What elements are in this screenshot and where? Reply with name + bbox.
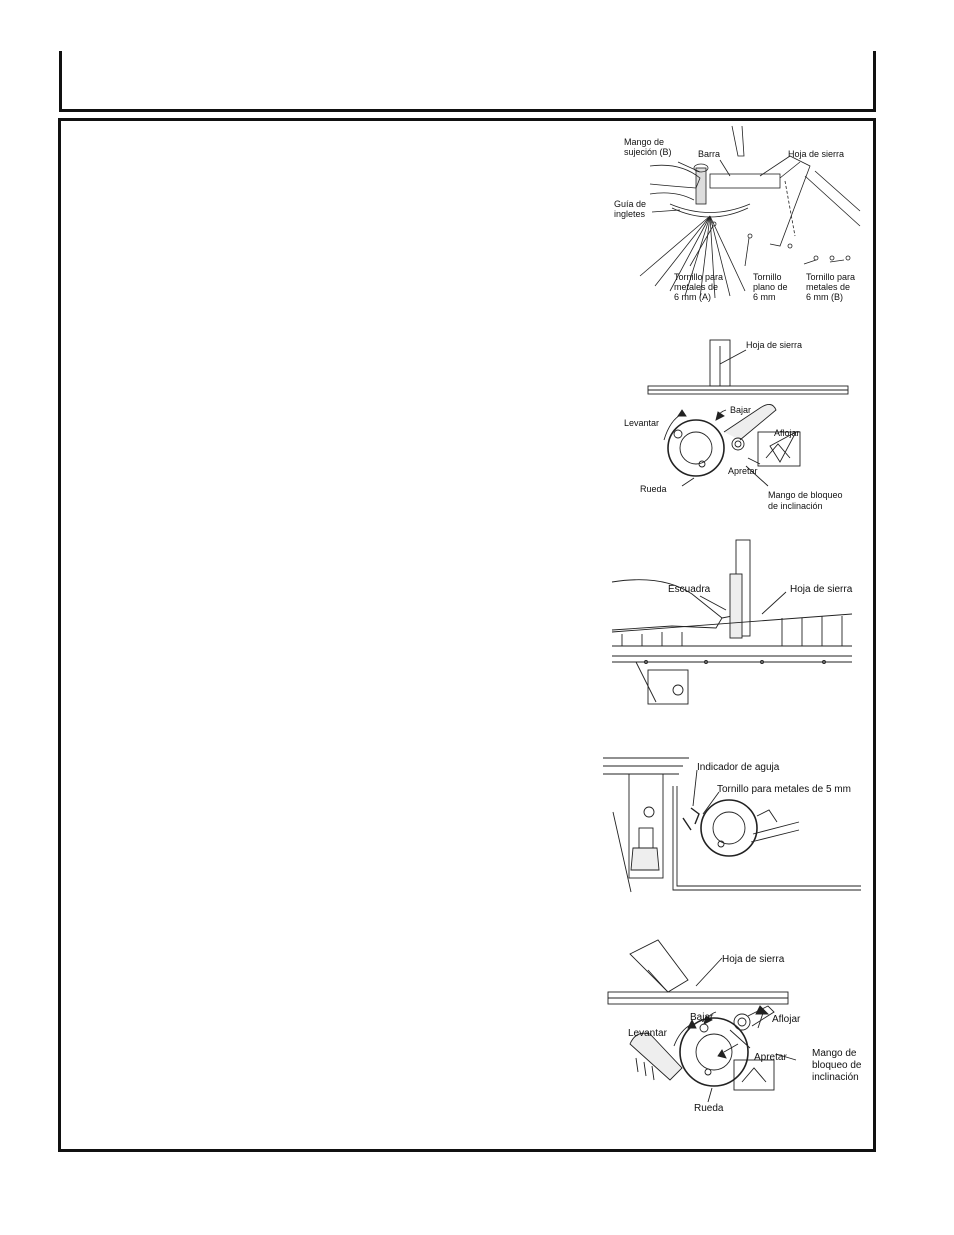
- label-tornB-2: metales de: [806, 282, 850, 292]
- label-tornA-3: 6 mm (A): [674, 292, 711, 302]
- label-apretar: Apretar: [728, 466, 758, 476]
- content-box: [58, 118, 876, 1152]
- label-plano-3: 6 mm: [753, 292, 776, 302]
- figure-wheel-tilted: Hoja de sierra Bajar Aflojar Levantar Ap…: [607, 939, 866, 1120]
- label-aflojar: Aflojar: [774, 428, 800, 438]
- header-box: [59, 51, 876, 112]
- label-bajar: Bajar: [690, 1012, 714, 1023]
- label-tornB-1: Tornillo para: [806, 272, 855, 282]
- square-check-drawing: Escuadra Hoja de sierra: [611, 539, 853, 705]
- label-tornA-1: Tornillo para: [674, 272, 723, 282]
- figure-pointer-indicator: Indicador de aguja Tornillo para metales…: [603, 752, 865, 900]
- wheel-tilted-drawing: Hoja de sierra Bajar Aflojar Levantar Ap…: [607, 939, 862, 1114]
- wheel-raise-lower-drawing: Hoja de sierra Bajar Levantar Aflojar Ap…: [624, 339, 849, 511]
- label-mango-1: Mango de bloqueo: [768, 490, 843, 500]
- label-indicador: Indicador de aguja: [697, 762, 780, 773]
- label-guia-1: Guía de: [614, 199, 646, 209]
- pointer-indicator-drawing: Indicador de aguja Tornillo para metales…: [603, 757, 861, 893]
- label-hoja: Hoja de sierra: [722, 954, 785, 965]
- label-apretar: Apretar: [754, 1052, 787, 1063]
- label-hoja: Hoja de sierra: [790, 584, 853, 595]
- label-mango-1: Mango de: [812, 1048, 857, 1059]
- label-mango-2: de inclinación: [768, 501, 823, 511]
- label-plano-2: plano de: [753, 282, 788, 292]
- label-plano-1: Tornillo: [753, 272, 782, 282]
- label-rueda: Rueda: [640, 484, 667, 494]
- label-tornillo: Tornillo para metales de 5 mm: [717, 784, 851, 795]
- label-mango-2: sujeción (B): [624, 147, 672, 157]
- miter-alignment-drawing: Mango de sujeción (B) Barra Hoja de sier…: [614, 125, 861, 302]
- figure-miter-alignment: Mango de sujeción (B) Barra Hoja de sier…: [610, 125, 866, 306]
- label-levantar: Levantar: [624, 418, 659, 428]
- figure-square-check: Escuadra Hoja de sierra: [611, 534, 860, 705]
- label-hoja: Hoja de sierra: [788, 149, 844, 159]
- label-guia-2: ingletes: [614, 209, 646, 219]
- label-mango-1: Mango de: [624, 137, 664, 147]
- label-tornA-2: metales de: [674, 282, 718, 292]
- label-mango-2: bloqueo de: [812, 1060, 862, 1071]
- label-levantar: Levantar: [628, 1028, 668, 1039]
- label-hoja: Hoja de sierra: [746, 340, 802, 350]
- label-escuadra: Escuadra: [668, 584, 711, 595]
- label-mango-3: inclinación: [812, 1072, 859, 1083]
- figure-wheel-raise-lower: Hoja de sierra Bajar Levantar Aflojar Ap…: [620, 336, 866, 516]
- label-rueda: Rueda: [694, 1103, 724, 1114]
- label-barra: Barra: [698, 149, 720, 159]
- label-bajar: Bajar: [730, 405, 751, 415]
- label-aflojar: Aflojar: [772, 1014, 801, 1025]
- label-tornB-3: 6 mm (B): [806, 292, 843, 302]
